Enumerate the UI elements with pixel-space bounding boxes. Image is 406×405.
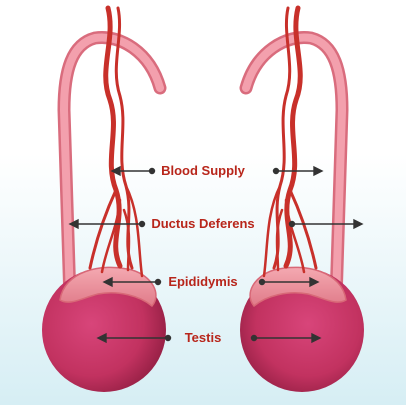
label-ductus-deferens: Ductus Deferens (0, 216, 406, 232)
label-blood-supply: Blood Supply (0, 163, 406, 179)
label-epididymis: Epididymis (0, 274, 406, 290)
label-testis: Testis (0, 330, 406, 346)
